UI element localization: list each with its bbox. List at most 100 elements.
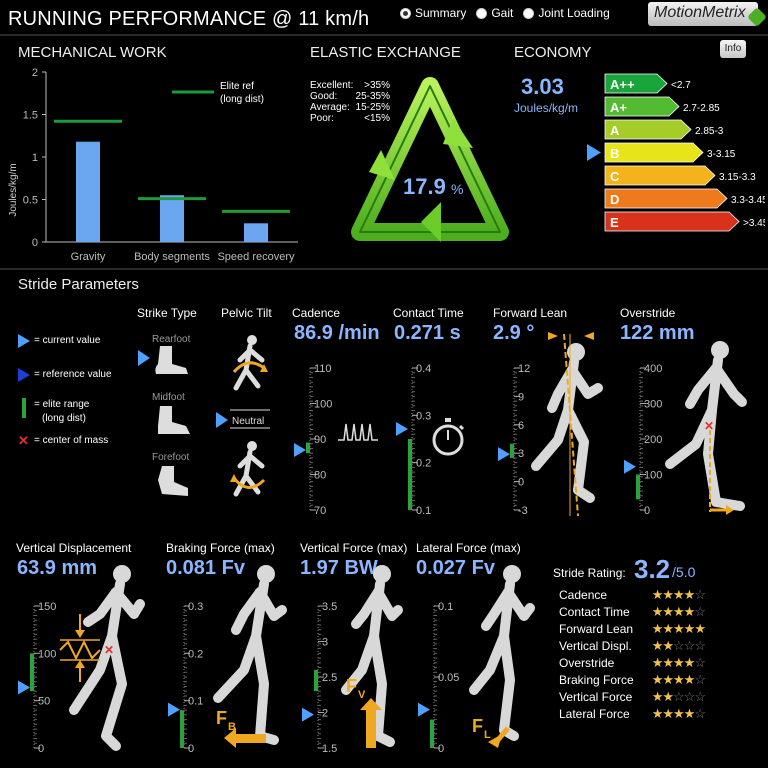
braking-force-arrow-icon [236, 734, 266, 743]
elastic-legend-row: Poor:<15% [310, 113, 390, 124]
economy-range: 3.15-3.3 [719, 172, 756, 183]
economy-value: 3.03 [521, 74, 564, 99]
economy-grade: E [610, 215, 619, 230]
economy-grade: A++ [610, 77, 635, 92]
gauge-tick-label: 1.5 [322, 743, 337, 755]
braking-force-label: Braking Force (max) [166, 541, 275, 555]
y-tick-label: 0.5 [23, 195, 38, 207]
elite-ref-legend: Elite ref [220, 81, 254, 92]
runner-vertical-force-figure: F V [341, 565, 403, 748]
rating-row: Vertical Displ.★★☆☆☆ [559, 637, 706, 654]
overstride-value: 122 mm [620, 322, 695, 344]
contact-time-gauge: 0.40.30.20.1 [396, 363, 431, 517]
vertical-force-symbol: F [346, 676, 357, 696]
gauge-current-marker [396, 422, 408, 437]
runner-overstride-figure: ✕ [665, 341, 747, 515]
economy-class-aplus: A+ 2.7-2.85 [604, 96, 720, 117]
pelvic-tilt-label: Pelvic Tilt [221, 306, 272, 320]
center-of-mass-icon: ✕ [104, 643, 114, 657]
vertical-force-value: 1.97 BW [300, 557, 378, 579]
lateral-force-label: Lateral Force (max) [416, 541, 521, 555]
vertical-force-label: Vertical Force (max) [300, 541, 408, 555]
rating-name: Overstride [559, 655, 615, 670]
vertical-force-gauge: 3.532.521.5 [302, 601, 337, 755]
gauge-current-marker [302, 707, 314, 722]
radio-icon [400, 7, 411, 19]
star-rating-icon: ★★★★☆ [651, 586, 706, 602]
y-tick-label: 2 [32, 67, 38, 79]
rearfoot-icon [155, 346, 188, 374]
runner-forward-lean-figure [531, 332, 603, 517]
economy-range: 3.3-3.45 [731, 195, 765, 206]
gauge-current-marker [624, 459, 636, 474]
gauge-tick-label: 100 [38, 648, 56, 660]
gauge-tick-label: 0.4 [416, 363, 431, 375]
gauge-current-marker [418, 702, 430, 717]
rating-name: Lateral Force [559, 706, 630, 721]
recycle-triangle-icon: 17.9 % [351, 77, 509, 242]
braking-force-symbol: F [216, 708, 227, 728]
pelvic-neutral-label: Neutral [232, 416, 264, 427]
radio-icon [476, 7, 488, 19]
stride-rating-max: /5.0 [672, 564, 696, 580]
gauge-tick-label: 0 [518, 477, 524, 489]
rating-name: Cadence [559, 587, 608, 602]
rating-row: Forward Lean★★★★★ [559, 620, 706, 637]
gauge-current-marker [294, 443, 306, 458]
forward-lean-label: Forward Lean [493, 306, 568, 320]
info-button[interactable]: Info [720, 40, 746, 58]
legend-com: ✕= center of mass [18, 433, 109, 448]
radio-icon [523, 7, 535, 19]
tab-summary[interactable]: Summary [400, 6, 466, 20]
logo: MotionMetrix [648, 2, 767, 27]
gauge-tick-label: 3.5 [322, 601, 337, 613]
economy-range: <2.7 [671, 80, 691, 91]
elite-range-marker-icon [22, 398, 26, 418]
gauge-tick-label: 0 [438, 743, 444, 755]
economy-range: 2.7-2.85 [683, 103, 720, 114]
economy-range: 3-3.15 [707, 149, 736, 160]
strike-type-label: Strike Type [137, 306, 197, 320]
star-rating-icon: ★★★★☆ [651, 705, 706, 721]
economy-title: ECONOMY [514, 44, 592, 61]
gauge-tick-label: -3 [518, 505, 528, 517]
rating-row: Contact Time★★★★☆ [559, 603, 706, 620]
center-of-mass-icon: ✕ [704, 419, 714, 433]
y-tick-label: 0 [32, 237, 38, 249]
gauge-tick-label: 0.3 [188, 601, 203, 613]
tab-gait[interactable]: Gait [476, 6, 513, 20]
vertical-displacement-value: 63.9 mm [17, 557, 98, 579]
lateral-force-symbol: F [472, 716, 483, 736]
braking-force-gauge: 0.30.20.10 [168, 601, 203, 755]
economy-unit: Joules/kg/m [514, 101, 579, 115]
rating-row: Vertical Force★★☆☆☆ [559, 688, 706, 705]
stride-rating-label: Stride Rating: [553, 566, 626, 580]
gauge-tick-label: 0.1 [416, 505, 431, 517]
economy-grade: A+ [610, 100, 627, 115]
gauge-elite-range [180, 710, 184, 748]
tab-joint-loading[interactable]: Joint Loading [523, 6, 610, 20]
stride-parameters-title: Stride Parameters [18, 276, 139, 293]
y-tick-label: 1 [32, 152, 38, 164]
gauge-tick-label: 0.05 [438, 672, 459, 684]
gauge-tick-label: 70 [314, 505, 326, 517]
strike-rearfoot-label: Rearfoot [152, 334, 191, 345]
page-title: RUNNING PERFORMANCE @ 11 km/h [8, 8, 370, 30]
economy-grade: C [610, 169, 620, 184]
elite-ref-legend-sub: (long dist) [220, 94, 264, 105]
mechanical-work-title: MECHANICAL WORK [18, 44, 167, 61]
legend-current: = current value [18, 330, 112, 352]
gauge-tick-label: 90 [314, 434, 326, 446]
elastic-exchange-title: ELASTIC EXCHANGE [310, 44, 461, 61]
center-of-mass-icon: ✕ [18, 433, 29, 448]
gauge-tick-label: 0 [188, 743, 194, 755]
gauge-tick-label: 50 [38, 696, 50, 708]
braking-force-value: 0.081 Fv [166, 557, 245, 579]
gauge-tick-label: 0.3 [416, 410, 431, 422]
runner-vertical-figure: ✕ [59, 565, 145, 751]
economy-range: >3.45 [743, 218, 765, 229]
runner-lateral-force-figure: F L [469, 565, 535, 748]
